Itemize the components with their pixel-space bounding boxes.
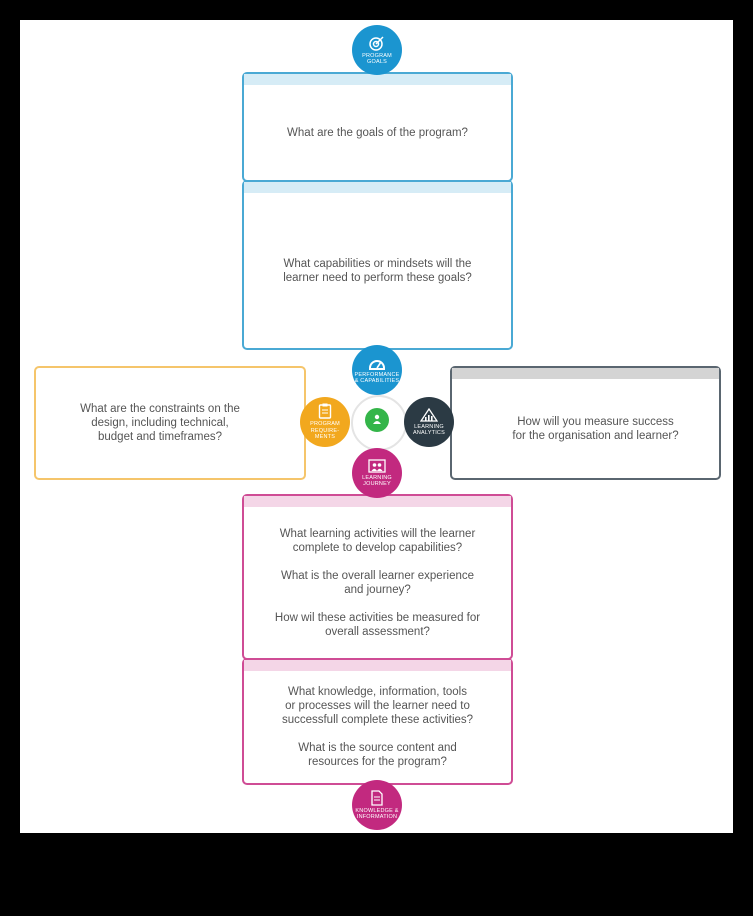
box-header-strip: [244, 182, 511, 193]
constraints-question: What are the constraints on the design, …: [80, 403, 240, 443]
learning-analytics-circle: LEARNING ANALYTICS: [404, 397, 454, 447]
knowledge-question-1: What knowledge, information, tools or pr…: [281, 686, 474, 726]
learning-activities-box: What learning activities will the learne…: [242, 494, 513, 660]
circle-label: PROGRAM GOALS: [362, 52, 392, 66]
box-header-strip: [244, 496, 511, 507]
box-body: What capabilities or mindsets will the l…: [244, 193, 511, 348]
constraints-box: What are the constraints on the design, …: [34, 366, 306, 480]
box-header-strip: [452, 368, 719, 379]
learning-journey-circle: LEARNING JOURNEY: [352, 448, 402, 498]
circle-label: LEARNING JOURNEY: [362, 474, 392, 488]
circle-label: PROGRAM REQUIRE- MENTS: [310, 421, 340, 441]
box-body: What knowledge, information, tools or pr…: [244, 671, 511, 783]
diagram-canvas: What are the goals of the program? What …: [20, 20, 733, 833]
box-header-strip: [244, 74, 511, 85]
goals-question: What are the goals of the program?: [287, 126, 468, 139]
document-icon: [371, 789, 383, 806]
capabilities-question: What capabilities or mindsets will the l…: [283, 257, 472, 284]
program-requirements-circle: PROGRAM REQUIRE- MENTS: [300, 397, 350, 447]
box-body: How will you measure success for the org…: [452, 379, 719, 478]
clipboard-icon: [318, 403, 332, 419]
program-goals-circle: PROGRAM GOALS: [352, 25, 402, 75]
people-board-icon: [368, 458, 386, 473]
chart-icon: [420, 407, 438, 422]
activities-question-2: What is the overall learner experience a…: [280, 569, 475, 596]
measure-success-box: How will you measure success for the org…: [450, 366, 721, 480]
performance-capabilities-circle: PERFORMANCE & CAPABILITIES: [352, 345, 402, 395]
gauge-icon: [369, 359, 385, 370]
box-header-strip: [244, 660, 511, 671]
capabilities-box: What capabilities or mindsets will the l…: [242, 180, 513, 350]
box-body: What learning activities will the learne…: [244, 507, 511, 658]
box-body: What are the goals of the program?: [244, 85, 511, 180]
activities-question-3: How wil these activities be measured for…: [274, 611, 481, 638]
knowledge-box: What knowledge, information, tools or pr…: [242, 658, 513, 785]
knowledge-information-circle: KNOWLEDGE & INFORMATION: [352, 780, 402, 830]
circle-label: LEARNING ANALYTICS: [413, 423, 445, 437]
circle-label: PERFORMANCE & CAPABILITIES: [354, 371, 400, 385]
person-icon: [373, 414, 381, 424]
box-body: What are the constraints on the design, …: [36, 368, 304, 478]
circle-label: KNOWLEDGE & INFORMATION: [355, 807, 399, 821]
learner-circle: [365, 408, 389, 432]
activities-question-1: What learning activities will the learne…: [279, 527, 476, 554]
knowledge-question-2: What is the source content and resources…: [298, 742, 457, 768]
program-goals-box: What are the goals of the program?: [242, 72, 513, 182]
target-icon: [369, 35, 384, 51]
measure-question: How will you measure success for the org…: [512, 415, 679, 442]
